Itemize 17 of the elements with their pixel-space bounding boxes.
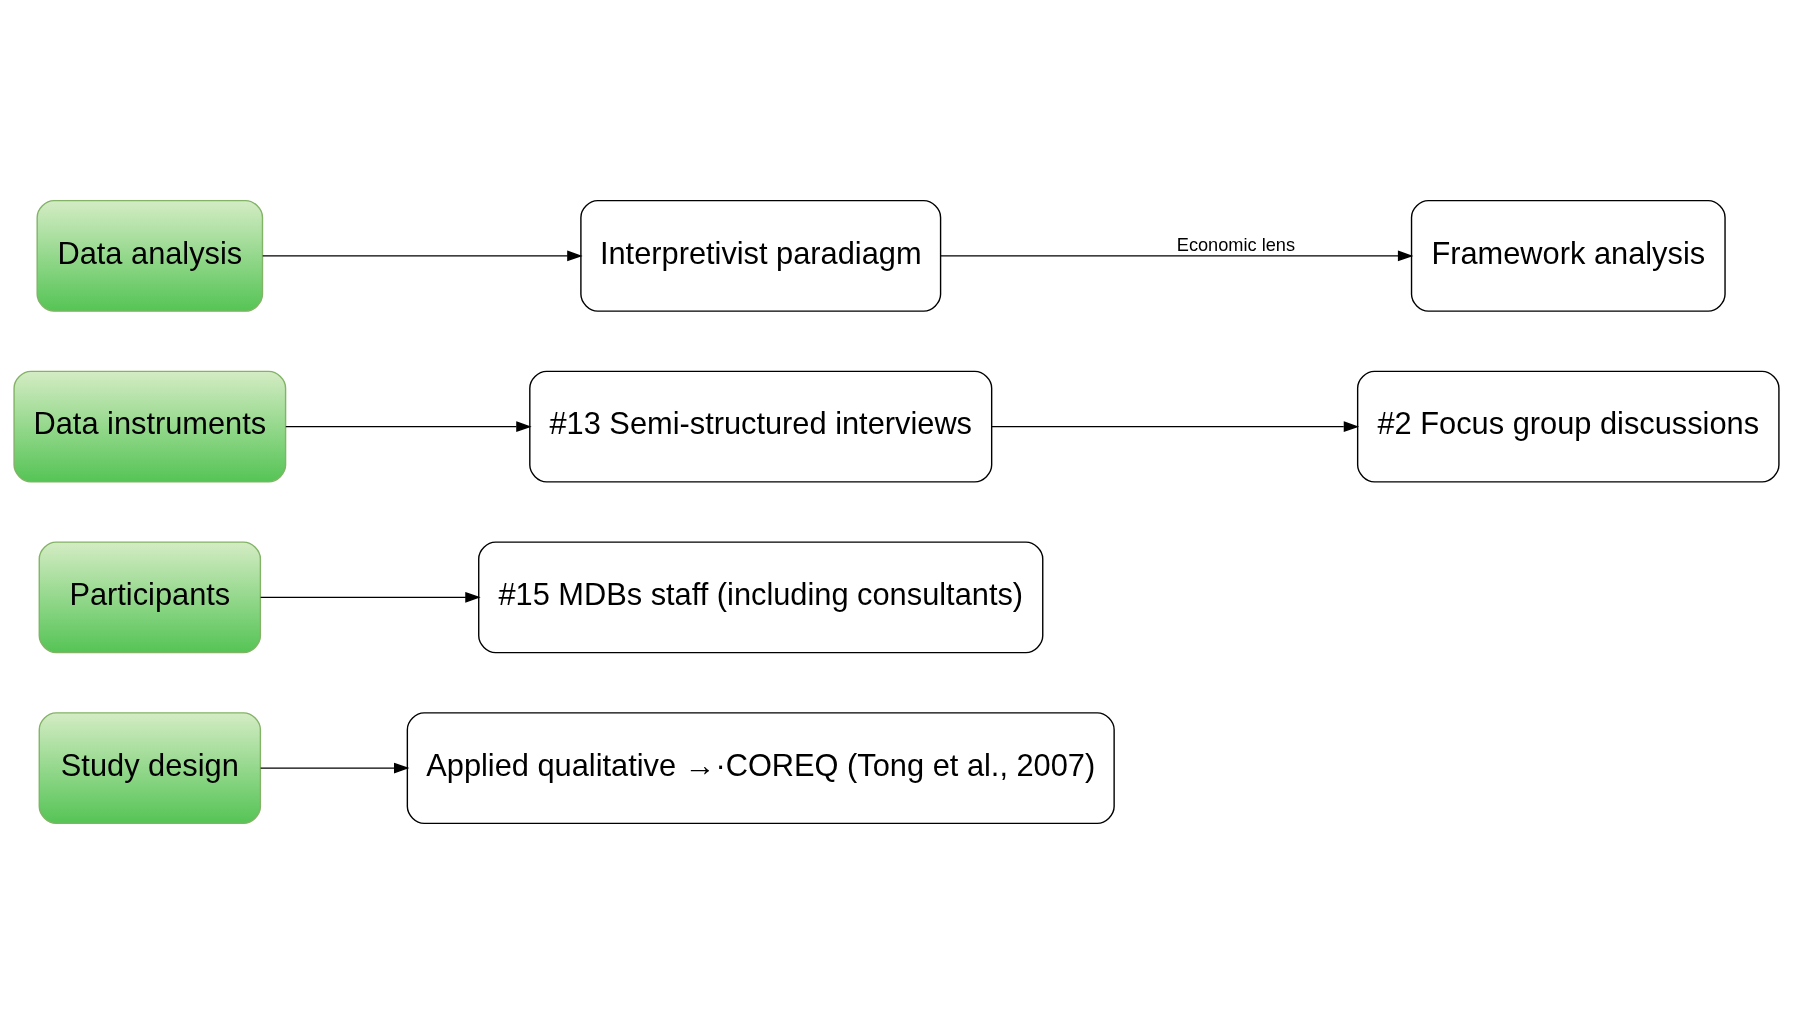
node-box: Framework analysis [1410, 199, 1726, 312]
edge-label: Economic lens [1176, 234, 1296, 255]
node-box: Study design [38, 712, 262, 825]
arrow [285, 421, 532, 433]
arrow [259, 762, 410, 774]
node-box: Interpretivist paradiagm [580, 199, 942, 312]
node-box: Data analysis [36, 199, 264, 312]
node-box: #13 Semi-structured interviews [529, 370, 993, 483]
arrow [990, 421, 1360, 433]
node-box: #15 MDBs staff (including consultants) [478, 541, 1044, 654]
arrow [940, 250, 1414, 262]
node-box: #2 Focus group discussions [1356, 370, 1780, 483]
node-box: Applied qualitative →·COREQ (Tong et al., 2007) [406, 712, 1115, 825]
node-box: Data instruments [13, 370, 287, 483]
arrow [262, 250, 583, 262]
arrow [259, 591, 481, 603]
node-box: Participants [38, 541, 262, 654]
